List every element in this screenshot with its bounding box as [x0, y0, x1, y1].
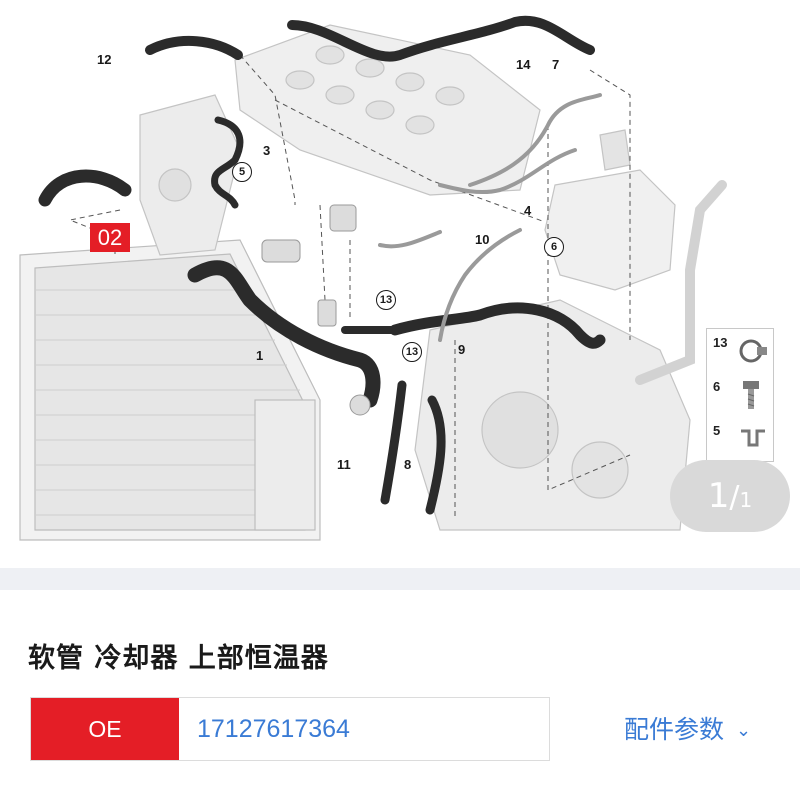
pipe-10	[438, 228, 522, 342]
exploded-view-drawing	[19, 15, 727, 541]
hose-02	[38, 169, 132, 207]
callout-13b[interactable]: 13	[402, 342, 422, 362]
oe-number[interactable]: 17127617364	[197, 715, 350, 743]
oe-label: OE	[31, 698, 179, 760]
callout-8[interactable]: 8	[404, 457, 412, 472]
parts-legend: 13 6 5	[706, 328, 774, 462]
callout-6[interactable]: 6	[544, 237, 564, 257]
callout-14[interactable]: 14	[516, 57, 531, 72]
legend-number: 6	[713, 379, 721, 394]
engine-block-drawing	[414, 299, 691, 531]
part-title: 软管 冷却器 上部恒温器	[28, 643, 329, 674]
callout-10[interactable]: 10	[475, 232, 490, 247]
oe-number-box[interactable]: OE 17127617364	[30, 697, 550, 761]
params-label: 配件参数	[624, 715, 725, 744]
hose-11	[380, 380, 407, 505]
image-page-indicator: 1/1	[670, 460, 790, 532]
legend-row-13: 13	[707, 329, 773, 373]
page-separator: /	[729, 480, 740, 515]
legend-row-6: 6	[707, 373, 773, 417]
coolant-hoses	[38, 15, 606, 515]
callout-13a[interactable]: 13	[376, 290, 396, 310]
small-parts	[261, 204, 371, 416]
filler-pipe-drawing	[635, 180, 727, 385]
chevron-down-icon: ⌄	[736, 720, 752, 741]
callout-3[interactable]: 3	[263, 143, 271, 158]
highlight-tag-02[interactable]: 02	[90, 223, 130, 252]
callout-9[interactable]: 9	[458, 342, 466, 357]
legend-number: 5	[713, 423, 721, 438]
hose-3	[211, 116, 244, 209]
callout-5[interactable]: 5	[232, 162, 252, 182]
callout-4[interactable]: 4	[524, 203, 532, 218]
engine-head-drawing	[234, 24, 541, 196]
legend-row-5: 5	[707, 417, 773, 461]
page-total: 1	[739, 488, 753, 512]
pipe-overflow	[378, 230, 442, 249]
hose-9	[389, 302, 606, 349]
section-divider	[0, 568, 800, 590]
bolt-icon	[743, 381, 759, 409]
hose-clamp-icon	[739, 339, 767, 363]
radiator-drawing	[19, 239, 321, 541]
pipe-4	[438, 148, 577, 195]
parts-diagram[interactable]: 12 14 7 3 5 4 6 10 13 13 9 1 11 8 02 13 …	[0, 0, 800, 568]
legend-number: 13	[713, 335, 728, 350]
callout-7[interactable]: 7	[552, 57, 560, 72]
thermostat-housing-drawing	[139, 94, 241, 256]
hose-12	[145, 35, 243, 60]
callout-12[interactable]: 12	[97, 52, 112, 67]
callout-1[interactable]: 1	[256, 348, 264, 363]
clip-icon	[741, 429, 765, 447]
hose-8	[425, 395, 446, 515]
parts-params-link[interactable]: 配件参数 ⌄	[624, 712, 751, 748]
hose-14	[287, 15, 595, 62]
thin-pipes	[378, 93, 602, 342]
callout-11[interactable]: 11	[337, 457, 351, 472]
pipe-7	[468, 93, 602, 187]
hose-1	[187, 260, 381, 408]
page-current: 1	[707, 476, 730, 516]
